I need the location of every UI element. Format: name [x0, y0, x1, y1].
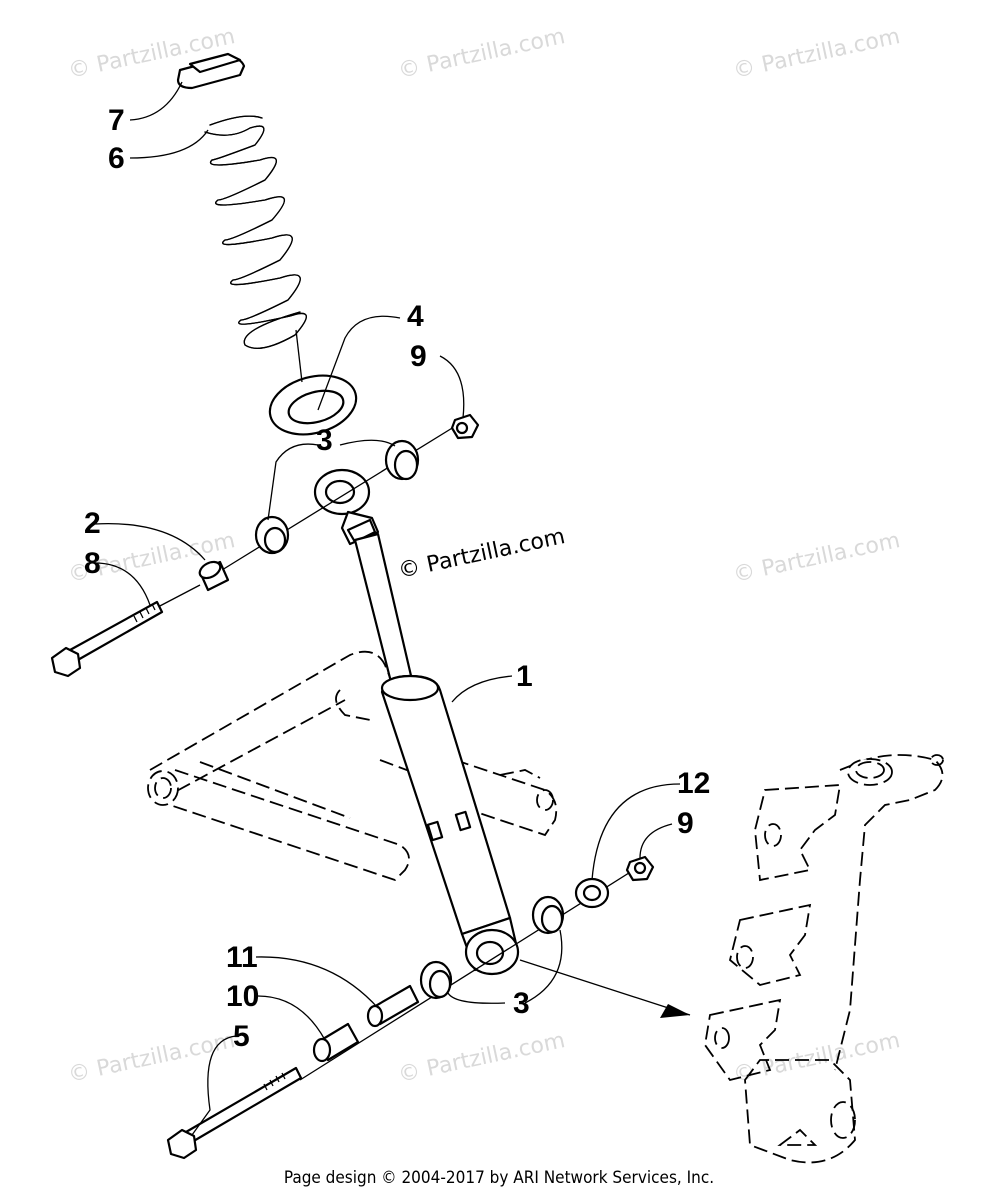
callout-3-upper: 3: [316, 424, 333, 457]
a-arm-ghost: [147, 650, 558, 882]
callout-3-lower: 3: [513, 987, 530, 1020]
spring-seat: [268, 374, 358, 436]
callout-1: 1: [516, 660, 533, 693]
callout-8: 8: [84, 547, 101, 580]
callout-9-upper: 9: [410, 340, 427, 373]
callout-6: 6: [108, 142, 125, 175]
leader-lines: [94, 81, 681, 1136]
callout-4: 4: [407, 300, 424, 333]
callout-5: 5: [233, 1020, 250, 1053]
watermark-bottom-center: © Partzilla.com: [396, 1028, 567, 1088]
callout-2: 2: [84, 507, 101, 540]
callout-numbers: 1 2 3 3 4 5 6 7 8 9 9 10 11 12: [84, 104, 710, 1053]
upper-hardware: [50, 413, 480, 678]
watermark-top-center: © Partzilla.com: [396, 24, 567, 84]
lower-hardware: [166, 855, 691, 1160]
watermark-mid-right: © Partzilla.com: [731, 528, 902, 588]
callout-9-lower: 9: [677, 807, 694, 840]
callout-11: 11: [226, 941, 258, 974]
shock-absorber: [313, 468, 520, 976]
callout-7: 7: [108, 104, 125, 137]
callout-12: 12: [677, 767, 710, 800]
callout-10: 10: [226, 980, 259, 1013]
coil-spring: [204, 115, 307, 349]
watermark-center: © Partzilla.com: [396, 524, 567, 584]
watermark-top-right: © Partzilla.com: [731, 24, 902, 84]
spindle-ghost: [704, 754, 944, 1164]
spring-cap: [176, 52, 246, 90]
watermark-bottom-right: © Partzilla.com: [731, 1028, 902, 1088]
footer-copyright: Page design © 2004-2017 by ARI Network S…: [283, 1168, 715, 1188]
